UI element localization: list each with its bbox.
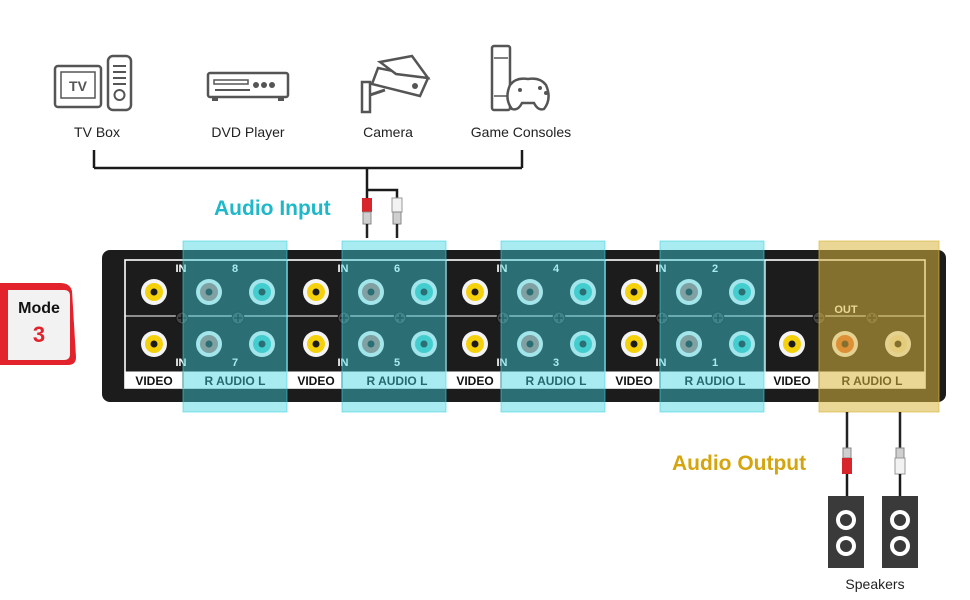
audio-r-jack-bottom [196, 331, 222, 357]
tv-box-icon: TV [53, 54, 133, 112]
device-bracket [92, 150, 524, 190]
audio-l-jack-bottom [411, 331, 437, 357]
mode-value: 3 [32, 322, 46, 347]
input-number: 6 [394, 263, 400, 275]
screw-icon [393, 311, 407, 325]
video-label: VIDEO [615, 374, 652, 388]
audio-l-jack-bottom [249, 331, 275, 357]
right-speaker-icon [882, 496, 918, 568]
device-label-camera: Camera [363, 124, 413, 140]
input-number: 3 [553, 357, 559, 369]
in-label: IN [338, 263, 349, 275]
audio-input-label: Audio Input [214, 197, 331, 220]
device-label-tv-box: TV Box [74, 124, 120, 140]
in-label: IN [656, 357, 667, 369]
screw-icon [552, 311, 566, 325]
video-label: VIDEO [135, 374, 172, 388]
screw-icon [711, 311, 725, 325]
speakers-label: Speakers [845, 576, 905, 592]
screw-icon [175, 311, 189, 325]
in-label: IN [338, 357, 349, 369]
in-label: IN [497, 357, 508, 369]
audio-l-jack-top [249, 279, 275, 305]
input-number: 5 [394, 357, 400, 369]
screw-icon [496, 311, 510, 325]
audio-input-plug [362, 188, 403, 238]
screw-icon [337, 311, 351, 325]
video-jack-top [621, 279, 647, 305]
video-jack-bottom [462, 331, 488, 357]
in-label: IN [176, 263, 187, 275]
audio-l-jack-bottom [570, 331, 596, 357]
left-speaker-icon [828, 496, 864, 568]
video-jack-bottom [303, 331, 329, 357]
audio-l-jack-top [411, 279, 437, 305]
video-jack-top [462, 279, 488, 305]
dvd-player-icon [206, 71, 290, 101]
audio-label: R AUDIO L [205, 374, 266, 388]
screw-icon [231, 311, 245, 325]
input-number: 2 [712, 263, 718, 275]
input-highlights [182, 240, 765, 413]
audio-l-jack-bottom [729, 331, 755, 357]
audio-r-jack-bottom [517, 331, 543, 357]
in-label: IN [497, 263, 508, 275]
in-label: IN [176, 357, 187, 369]
audio-r-jack-top [676, 279, 702, 305]
audio-label: R AUDIO L [367, 374, 428, 388]
audio-l-jack-top [729, 279, 755, 305]
video-jack-top [141, 279, 167, 305]
tv-icon-text: TV [69, 78, 88, 94]
audio-r-jack-top [196, 279, 222, 305]
screw-icon [655, 311, 669, 325]
camera-icon [360, 54, 431, 114]
video-jack-bottom [141, 331, 167, 357]
input-number: 7 [232, 357, 238, 369]
device-label-game-consoles: Game Consoles [470, 124, 572, 140]
device-label-dvd-player: DVD Player [211, 124, 285, 140]
video-jack-out [779, 331, 805, 357]
video-label: VIDEO [456, 374, 493, 388]
audio-r-jack-top [517, 279, 543, 305]
audio-r-jack-bottom [358, 331, 384, 357]
mode-tab [0, 283, 76, 365]
mode-title: Mode [18, 300, 60, 317]
audio-r-jack-top [358, 279, 384, 305]
audio-l-jack-top [570, 279, 596, 305]
audio-label: R AUDIO L [526, 374, 587, 388]
audio-label: R AUDIO L [685, 374, 746, 388]
input-number: 8 [232, 263, 238, 275]
game-console-icon [490, 44, 550, 112]
video-label: VIDEO [297, 374, 334, 388]
input-number: 4 [553, 263, 560, 275]
audio-output-label: Audio Output [672, 452, 807, 475]
video-jack-bottom [621, 331, 647, 357]
audio-output-plug [842, 412, 906, 496]
in-label: IN [656, 263, 667, 275]
video-jack-top [303, 279, 329, 305]
input-number: 1 [712, 357, 718, 369]
video-label-out: VIDEO [773, 374, 810, 388]
audio-r-jack-bottom [676, 331, 702, 357]
output-highlight [818, 240, 940, 413]
